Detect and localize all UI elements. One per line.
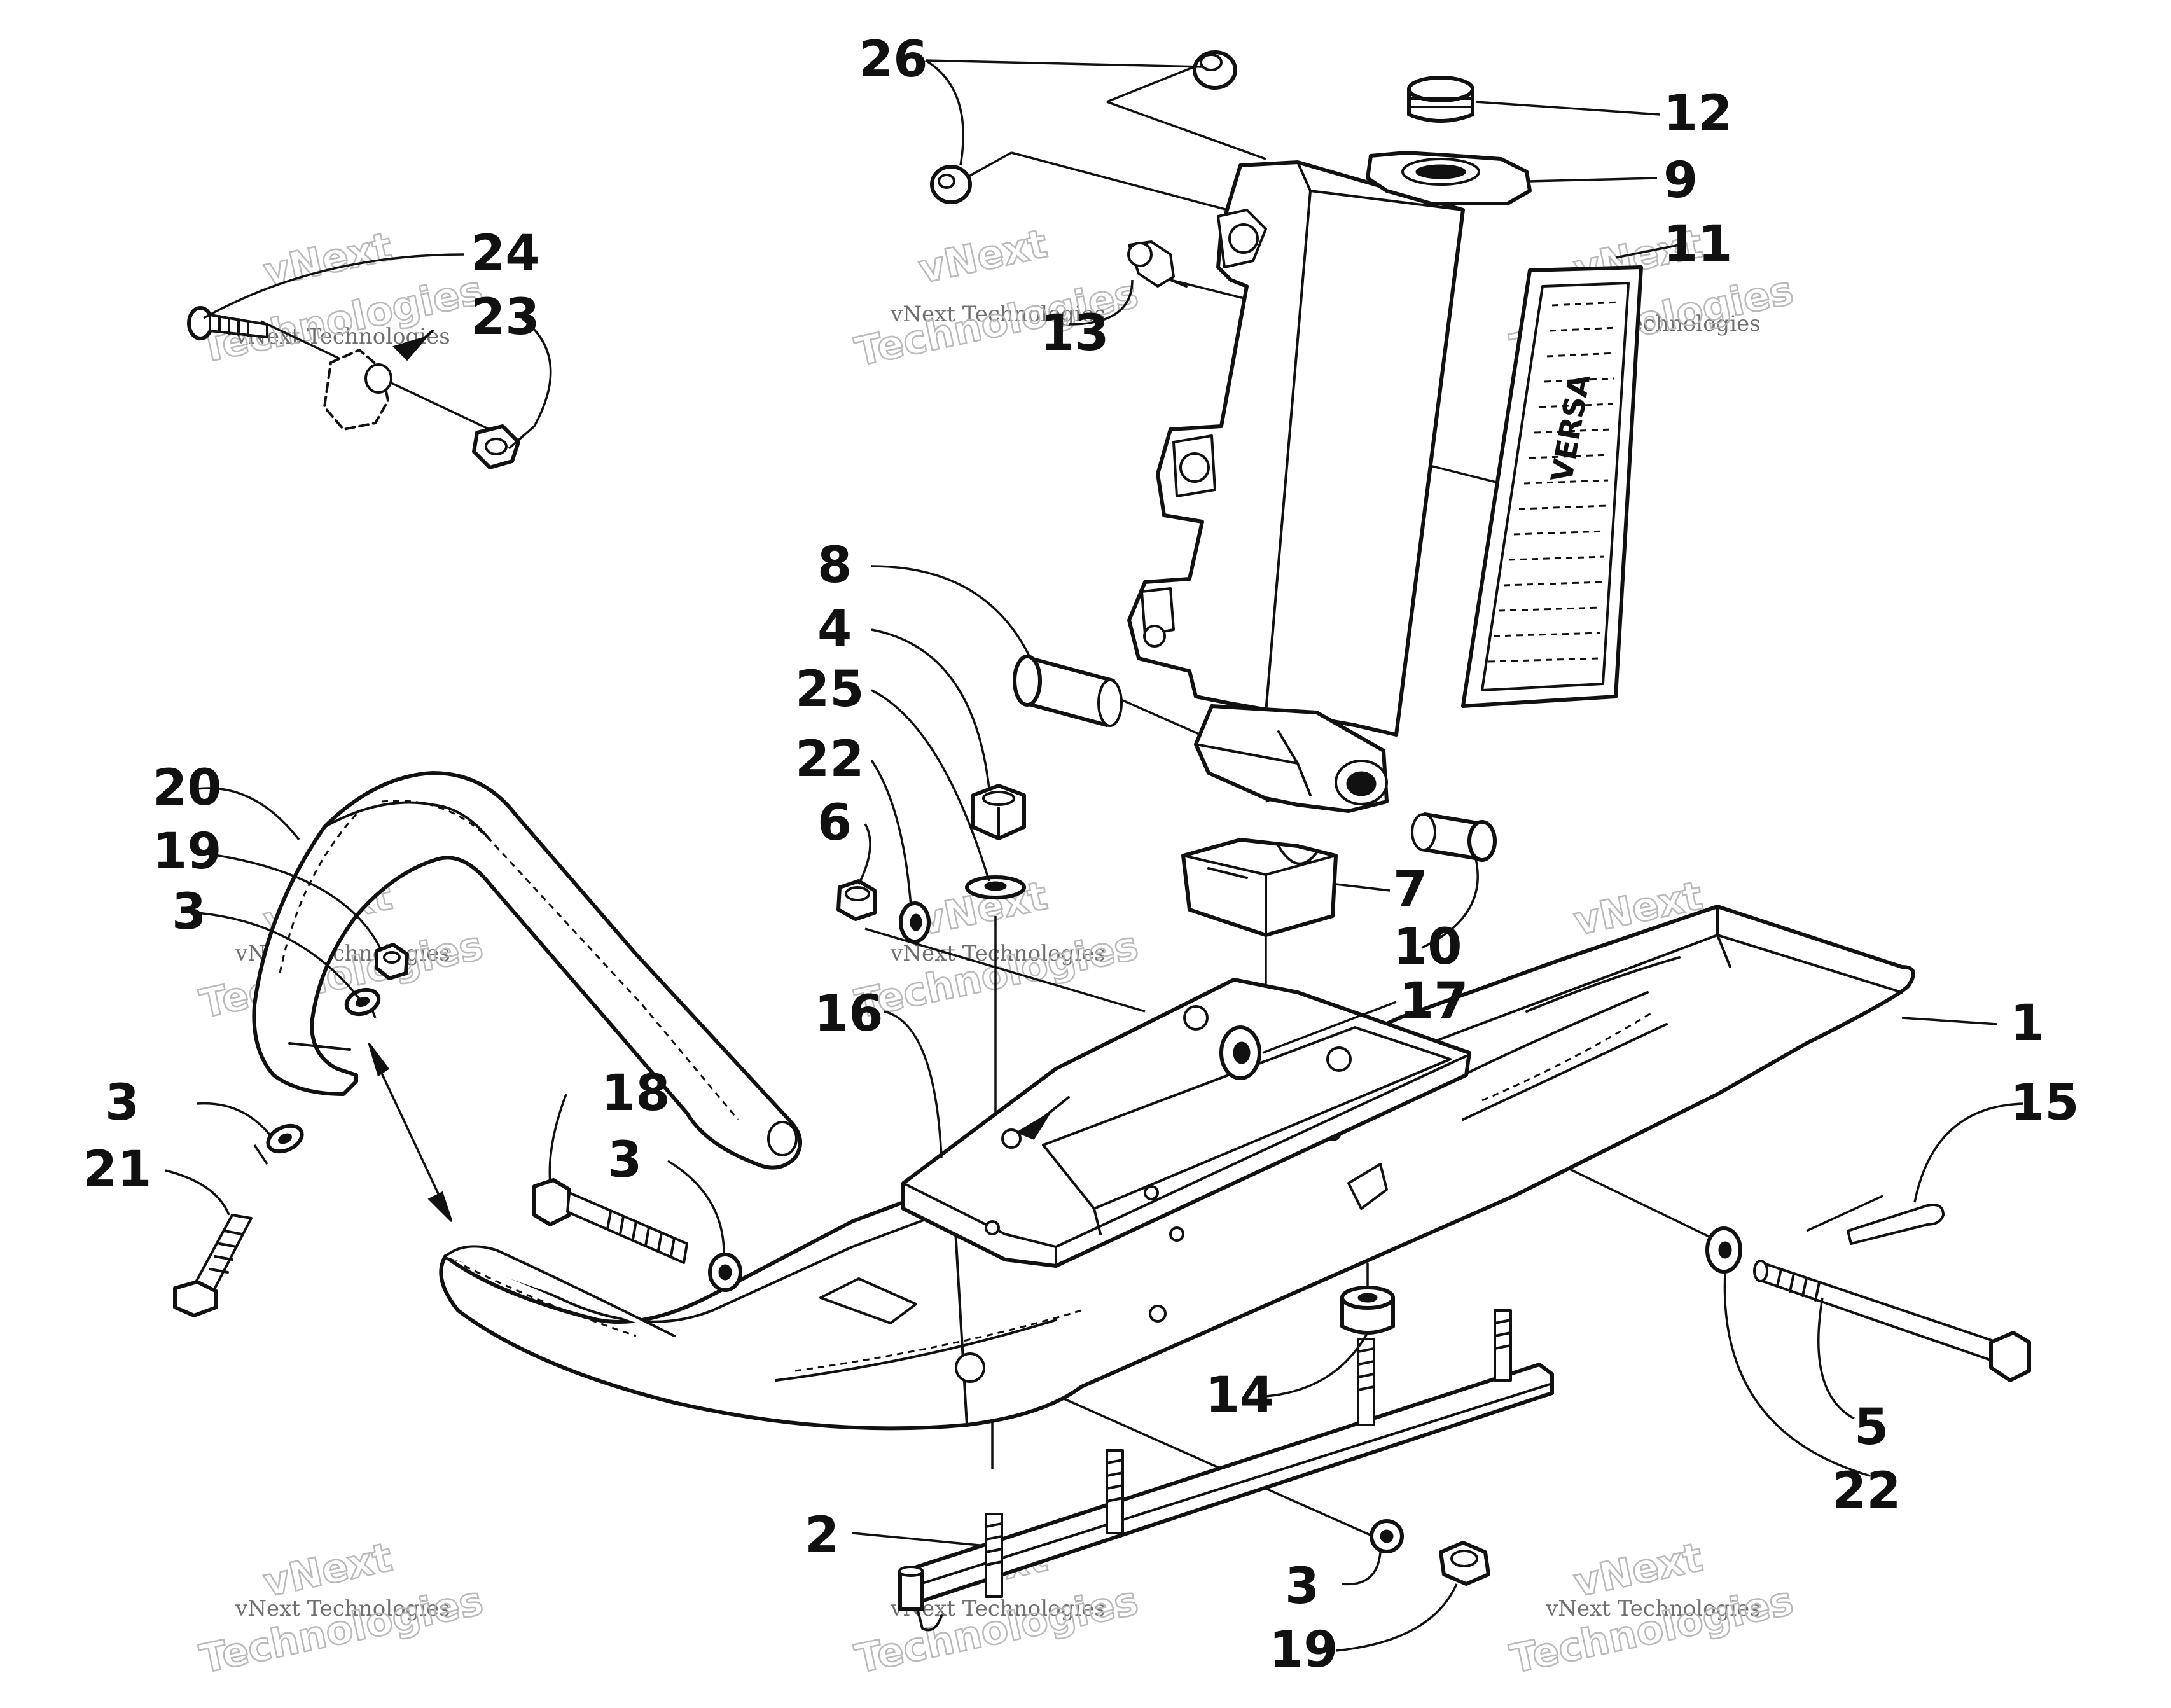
svg-text:Technologies: Technologies xyxy=(1506,1577,1797,1682)
callout-4: 4 xyxy=(817,601,852,658)
nut-4 xyxy=(971,784,1026,840)
callout-26: 26 xyxy=(859,31,928,88)
callout-12: 12 xyxy=(1663,85,1733,142)
washer-3-bottom xyxy=(1370,1519,1404,1553)
callout-10: 10 xyxy=(1393,919,1462,976)
washer-22-left xyxy=(899,901,931,943)
callout-20: 20 xyxy=(153,760,222,817)
ski-loop-20 xyxy=(252,771,802,1170)
svg-text:vNext Technologies: vNext Technologies xyxy=(1545,1596,1761,1621)
decal-perforation xyxy=(1488,301,1620,663)
callout-3-bottom: 3 xyxy=(1285,1558,1319,1615)
callout-22-left: 22 xyxy=(795,731,864,788)
callout-8: 8 xyxy=(817,537,852,594)
callout-14: 14 xyxy=(1205,1367,1275,1424)
washer-3-middle xyxy=(708,1253,742,1292)
callout-3-upper: 3 xyxy=(172,884,206,941)
wear-bar-2 xyxy=(898,1309,1554,1632)
grommet-26-top xyxy=(1193,50,1237,90)
callout-22-right: 22 xyxy=(1832,1462,1901,1520)
nut-6 xyxy=(836,879,877,921)
spacer-14 xyxy=(1340,1286,1395,1335)
callout-2: 2 xyxy=(805,1507,839,1564)
washer-22-right xyxy=(1705,1226,1742,1274)
bushing-10 xyxy=(1411,812,1497,862)
nut-19-upper xyxy=(375,943,409,980)
svg-text:vNext: vNext xyxy=(260,1534,396,1606)
leader-lines xyxy=(165,59,2023,1652)
grommet-26-left xyxy=(930,165,972,204)
callout-24: 24 xyxy=(471,225,540,282)
bracket-24-23 xyxy=(323,330,434,431)
watermark-bottom-left: vNext vNext Technologies Technologies xyxy=(195,1533,488,1683)
spacer-17 xyxy=(1219,1025,1261,1080)
callout-21: 21 xyxy=(83,1141,152,1198)
callout-6: 6 xyxy=(817,795,852,852)
saddle-16 xyxy=(901,978,1471,1268)
watermark-bottom-right: vNext vNext Technologies Technologies xyxy=(1506,1533,1798,1683)
svg-text:vNext: vNext xyxy=(1570,1534,1707,1606)
callout-labels: 26 12 9 11 24 23 13 8 4 25 22 6 7 10 20 … xyxy=(83,31,2079,1679)
callout-19-bottom: 19 xyxy=(1269,1621,1338,1679)
callout-19-upper: 19 xyxy=(153,823,222,880)
grease-fitting-13 xyxy=(1127,240,1188,288)
spindle-housing xyxy=(1127,151,1532,737)
svg-text:vNext Technologies: vNext Technologies xyxy=(235,1596,450,1621)
callout-3-left: 3 xyxy=(105,1074,139,1132)
bushing-8 xyxy=(1013,655,1123,727)
washer-3-upper xyxy=(344,987,381,1017)
bolt-21 xyxy=(173,1214,253,1317)
callout-11: 11 xyxy=(1663,216,1733,273)
bumper-7 xyxy=(1181,838,1338,937)
svg-text:Technologies: Technologies xyxy=(196,1577,487,1682)
spindle-lower-block xyxy=(1194,704,1389,813)
callout-13: 13 xyxy=(1040,305,1109,362)
callout-18: 18 xyxy=(601,1065,670,1122)
cotter-pin-15 xyxy=(1847,1204,1945,1245)
callout-15: 15 xyxy=(2010,1074,2079,1132)
svg-text:vNext Technologies: vNext Technologies xyxy=(890,941,1106,966)
callout-1: 1 xyxy=(2010,995,2044,1052)
callout-9: 9 xyxy=(1663,152,1698,209)
washer-25 xyxy=(965,875,1026,899)
bolt-24 xyxy=(187,306,268,340)
callout-23: 23 xyxy=(471,289,540,346)
callout-3-middle: 3 xyxy=(607,1132,642,1189)
spindle-shield-decal: VERSA xyxy=(1461,265,1643,708)
callout-5: 5 xyxy=(1854,1399,1889,1456)
cap-12 xyxy=(1407,76,1474,123)
bolt-5 xyxy=(1753,1260,2031,1382)
watermark-top-left: vNext vNext Technologies Technologies xyxy=(195,223,488,373)
callout-25: 25 xyxy=(795,661,864,718)
callout-17: 17 xyxy=(1399,973,1469,1030)
svg-text:vNext Technologies: vNext Technologies xyxy=(890,302,1106,327)
callout-16: 16 xyxy=(814,985,884,1043)
nut-19-bottom xyxy=(1439,1541,1490,1586)
callout-7: 7 xyxy=(1393,861,1427,919)
washer-3-left xyxy=(266,1123,304,1154)
bolt-18 xyxy=(532,1178,688,1264)
nut-23 xyxy=(472,424,520,469)
svg-text:vNext: vNext xyxy=(915,220,1051,293)
